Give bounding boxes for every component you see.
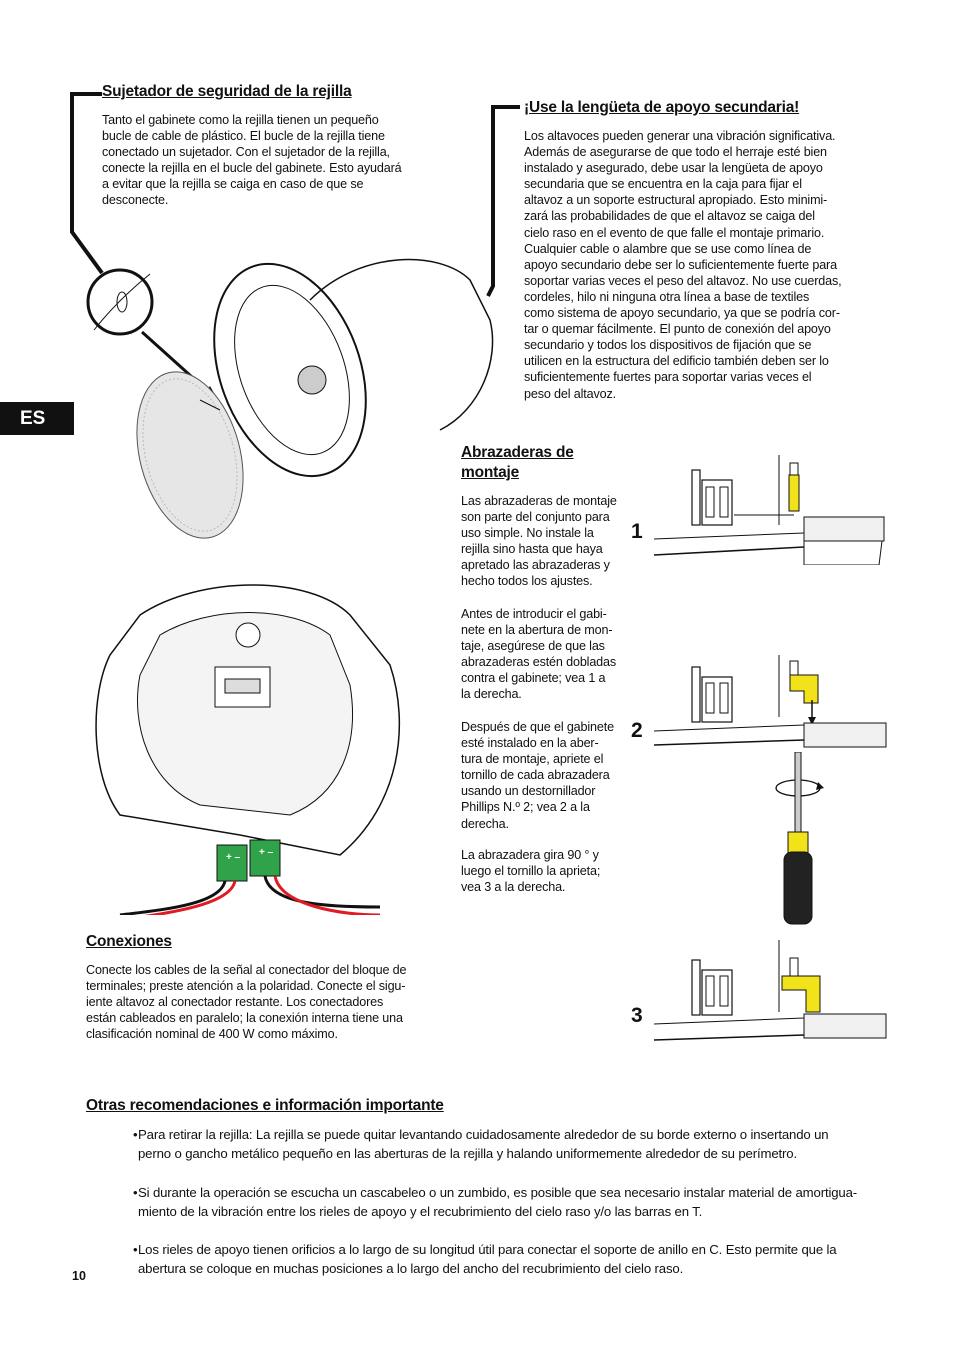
other-recommendations-heading: Otras recomendaciones e información impo… (86, 1097, 444, 1114)
step-number-2: 2 (631, 719, 643, 742)
bullet-dot-1: • (133, 1127, 138, 1142)
connections-heading: Conexiones (86, 933, 172, 950)
terminal-polarity-label-b: + – (259, 847, 274, 858)
clamps-para-3: Después de que el gabinete esté instalad… (461, 720, 614, 831)
clamps-heading: Abrazaderas de montaje (461, 444, 574, 481)
grille-safety-text: Tanto el gabinete como la rejilla tienen… (102, 113, 402, 208)
clamps-para-2: Antes de introducir el gabi- nete en la … (461, 607, 617, 702)
grille-safety-heading: Sujetador de seguridad de la rejilla (102, 83, 352, 100)
clamps-para-4: La abrazadera gira 90 ° y luego el torni… (461, 848, 601, 895)
language-tab: ES (0, 402, 74, 435)
bullet-dot-3: • (133, 1242, 138, 1257)
clamp-diagram-step-3 (653, 940, 887, 1041)
clamps-para-1: Las abrazaderas de montaje son parte del… (461, 494, 617, 589)
secondary-tab-text: Los altavoces pueden generar una vibraci… (524, 129, 842, 401)
step-number-1: 1 (631, 520, 643, 543)
bullet-item-1: Para retirar la rejilla: La rejilla se p… (138, 1127, 829, 1161)
speaker-grille-illustration (86, 258, 494, 539)
clamp-diagram-step-1 (653, 455, 885, 565)
connections-text: Conecte los cables de la señal al conect… (86, 963, 407, 1042)
terminal-polarity-label-a: + – (226, 852, 241, 863)
clamp-diagram-step-2 (653, 655, 887, 748)
speaker-back-illustration (95, 584, 401, 915)
page-number: 10 (72, 1269, 86, 1283)
bullet-item-2: Si durante la operación se escucha un ca… (138, 1185, 858, 1219)
phillips-screwdriver-icon (775, 752, 824, 925)
secondary-tab-heading: ¡Use la lengüeta de apoyo secundaria! (524, 99, 800, 116)
bullet-dot-2: • (133, 1185, 138, 1200)
step-number-3: 3 (631, 1004, 643, 1027)
bullet-item-3: Los rieles de apoyo tienen orificios a l… (138, 1242, 837, 1276)
